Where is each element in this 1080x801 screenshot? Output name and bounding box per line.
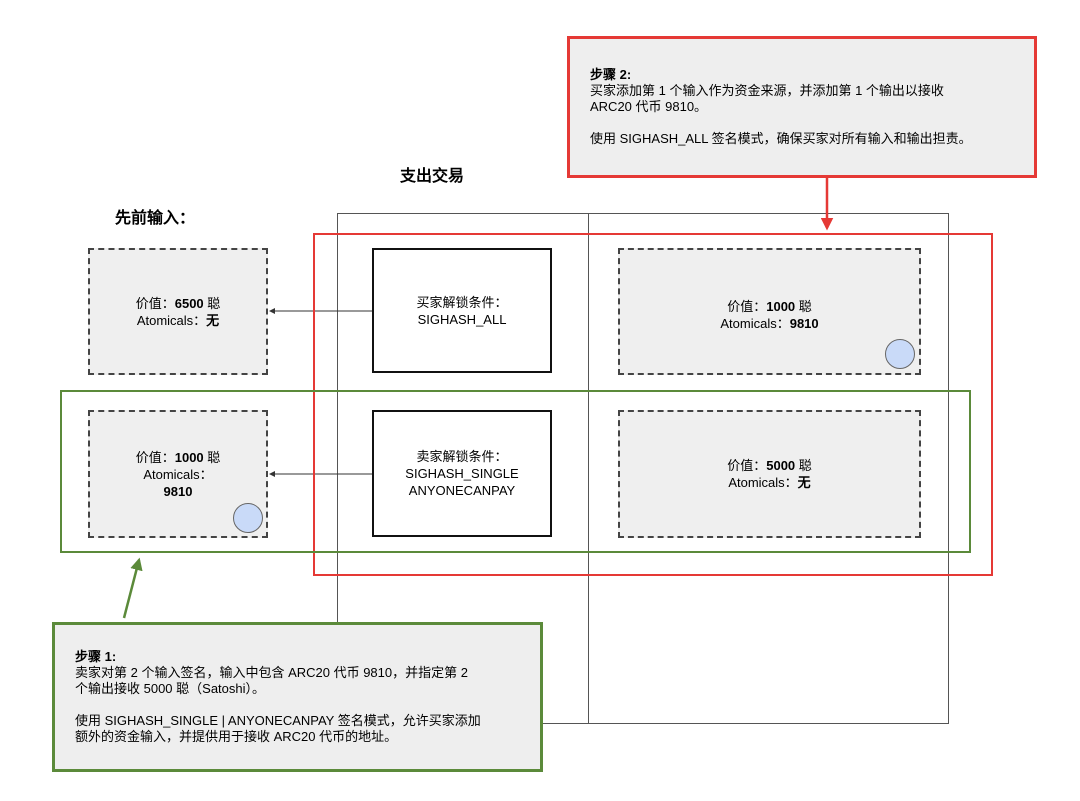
spend-tx-table	[337, 213, 949, 724]
value: 1000	[766, 299, 796, 314]
value-label: 价值：	[135, 295, 175, 311]
step1-text: 使用 SIGHASH_SINGLE | ANYONECANPAY 签名模式，允许…	[75, 713, 481, 728]
step2-text: 买家添加第 1 个输入作为资金来源，并添加第 1 个输出以接收	[590, 83, 944, 98]
step2-text: ARC20 代币 9810。	[590, 99, 708, 114]
atomicals-label: Atomicals：	[728, 475, 798, 490]
step2-title: 步骤 2:	[590, 67, 632, 82]
atomical-coin-icon	[885, 339, 915, 369]
step1-text: 额外的资金输入，并提供用于接收 ARC20 代币的地址。	[75, 729, 398, 744]
step1-text: 卖家对第 2 个输入签名，输入中包含 ARC20 代币 9810，并指定第 2	[75, 665, 468, 680]
value: 5000	[766, 458, 796, 473]
step1-arrow	[122, 557, 143, 619]
atomicals-label: Atomicals：	[136, 312, 207, 328]
prev-input-1: 价值：6500 聪 Atomicals：无	[88, 248, 268, 375]
seller-highlight-frame	[60, 390, 971, 553]
unit: 聪	[795, 458, 812, 473]
atomicals: 9810	[789, 316, 819, 331]
seller-unlock-box: 卖家解锁条件： SIGHASH_SINGLE ANYONECANPAY	[372, 410, 552, 537]
value-label: 价值：	[727, 299, 767, 314]
atomicals: 无	[206, 312, 220, 328]
value: 6500	[174, 295, 204, 311]
buyer-unlock-box: 买家解锁条件： SIGHASH_ALL	[372, 248, 552, 373]
unit: 聪	[203, 295, 221, 311]
atomicals: 9810	[163, 483, 193, 499]
output-1: 价值：1000 聪 Atomicals：9810	[618, 248, 921, 375]
output-2: 价值：5000 聪 Atomicals：无	[618, 410, 921, 538]
step1-text: 个输出接收 5000 聪（Satoshi）。	[75, 681, 266, 696]
atomical-coin-icon	[233, 503, 263, 533]
value: 1000	[174, 449, 204, 465]
unlock-label: 买家解锁条件：	[416, 294, 508, 310]
value-label: 价值：	[727, 458, 767, 473]
step2-note: 步骤 2: 买家添加第 1 个输入作为资金来源，并添加第 1 个输出以接收 AR…	[567, 36, 1037, 178]
step1-note: 步骤 1: 卖家对第 2 个输入签名，输入中包含 ARC20 代币 9810，并…	[52, 622, 543, 772]
unit: 聪	[795, 299, 812, 314]
unit: 聪	[203, 449, 221, 465]
sighash-mode: SIGHASH_ALL	[417, 311, 507, 327]
step2-text: 使用 SIGHASH_ALL 签名模式，确保买家对所有输入和输出担责。	[590, 131, 972, 146]
atomicals-label: Atomicals：	[143, 466, 213, 482]
sighash-mode-flag: ANYONECANPAY	[408, 483, 516, 498]
sighash-mode: SIGHASH_SINGLE	[405, 466, 519, 481]
spend-tx-title: 支出交易	[400, 168, 465, 185]
value-label: 价值：	[135, 449, 175, 465]
atomicals-label: Atomicals：	[720, 316, 790, 331]
buyer-highlight-frame	[313, 233, 993, 576]
atomicals: 无	[797, 475, 811, 490]
unlock-label: 卖家解锁条件：	[416, 449, 508, 464]
prev-inputs-title: 先前输入：	[115, 210, 196, 227]
step1-title: 步骤 1:	[75, 649, 117, 664]
